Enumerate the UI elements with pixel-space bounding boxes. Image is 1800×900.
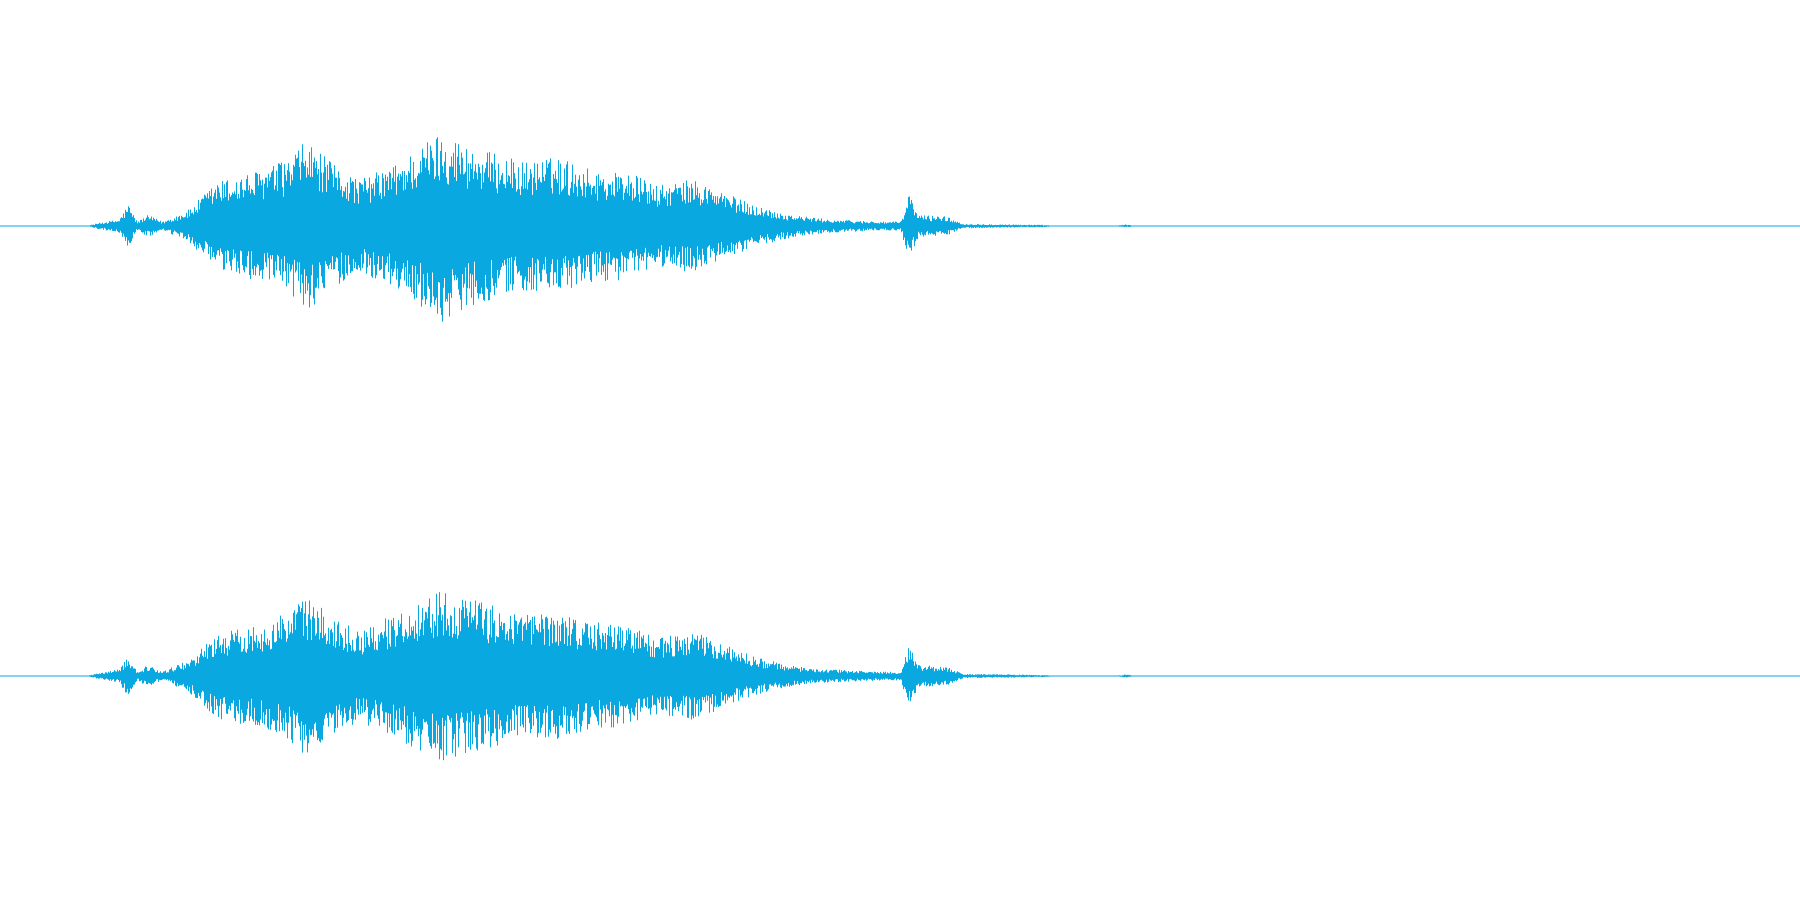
waveform-channel-2 — [89, 592, 1134, 761]
waveform-channels — [0, 137, 1800, 761]
waveform-channel-1 — [89, 137, 1134, 322]
